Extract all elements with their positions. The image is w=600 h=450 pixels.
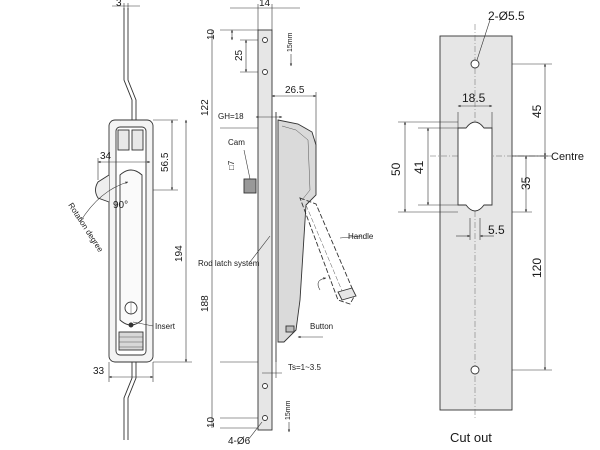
cutout-title: Cut out: [450, 430, 492, 445]
rotation-angle: 90°: [113, 200, 128, 211]
button: [285, 325, 295, 333]
front-view: 3 34 56.5 194 33 90° Rotation degree Ins…: [66, 0, 192, 440]
cutout-plate: [439, 35, 513, 411]
dim-188: 188: [200, 295, 211, 312]
dim-33: 33: [93, 366, 105, 377]
insert-label: Insert: [155, 322, 176, 331]
dim-25: 25: [234, 49, 245, 61]
hole-spec: 4-Ø6: [228, 436, 251, 447]
dim-14: 14: [259, 0, 271, 9]
dim-50: 50: [389, 162, 403, 176]
plate-hole-3: [262, 383, 268, 389]
handle-label: Handle: [348, 232, 374, 241]
rotation-label: Rotation degree: [66, 201, 105, 254]
dim-122: 122: [200, 99, 211, 116]
dim-10-bottom: 10: [206, 416, 217, 428]
cam-label: Cam: [228, 138, 245, 147]
bottom-rod: [123, 362, 137, 440]
ts-label: Ts=1~3.5: [288, 363, 321, 372]
dim-120: 120: [530, 258, 544, 278]
open-handle-phantom: [299, 197, 356, 305]
plate-hole-4: [262, 415, 268, 421]
dim-5-5: 5.5: [488, 223, 505, 237]
side-view: Cam □7 Button 14 10 25 15mm 122 26.5 GH=…: [198, 0, 374, 447]
button-label: Button: [310, 322, 333, 331]
handle-tip: [337, 287, 357, 301]
swing-arrow: [317, 277, 327, 291]
dim-45: 45: [530, 104, 544, 118]
grip-pad-right: [131, 129, 144, 151]
cutout-hole-bottom: [470, 365, 480, 375]
dim-18-5: 18.5: [462, 91, 486, 105]
dim-34: 34: [100, 151, 112, 162]
dim-15mm-bottom: 15mm: [285, 400, 292, 420]
dim-41: 41: [412, 160, 426, 174]
dim-3: 3: [116, 0, 122, 9]
dim-35: 35: [519, 176, 533, 190]
lock-pin: [128, 322, 134, 328]
plate-hole-1: [262, 37, 268, 43]
plate-hole-2: [262, 69, 268, 75]
square-size: □7: [227, 160, 236, 170]
cutout-view: 2-Ø5.5 18.5 45 50 41 Centre 35 5.5: [389, 9, 584, 445]
grip-pad-left: [117, 129, 130, 151]
dim-194: 194: [174, 245, 185, 262]
gh-label: GH=18: [218, 112, 244, 121]
cam: [243, 178, 257, 194]
lock-body-profile: [277, 119, 317, 343]
dim-26-5: 26.5: [285, 85, 305, 96]
cutout-slot: [457, 121, 493, 212]
rotation-arc: [79, 181, 129, 223]
dim-10-top: 10: [206, 28, 217, 40]
side-plate: [257, 29, 273, 431]
dim-56-5: 56.5: [160, 152, 171, 172]
bottom-pad: [118, 331, 144, 351]
cam-knob: [95, 174, 110, 203]
dim-15mm-top: 15mm: [287, 32, 294, 52]
top-rod: [123, 8, 137, 120]
cutout-hole-top: [470, 59, 480, 69]
holes-spec: 2-Ø5.5: [488, 9, 525, 23]
centre-label: Centre: [551, 151, 584, 163]
handle-paddle: [119, 169, 143, 326]
rod-latch-label: Rod latch system: [198, 259, 260, 268]
